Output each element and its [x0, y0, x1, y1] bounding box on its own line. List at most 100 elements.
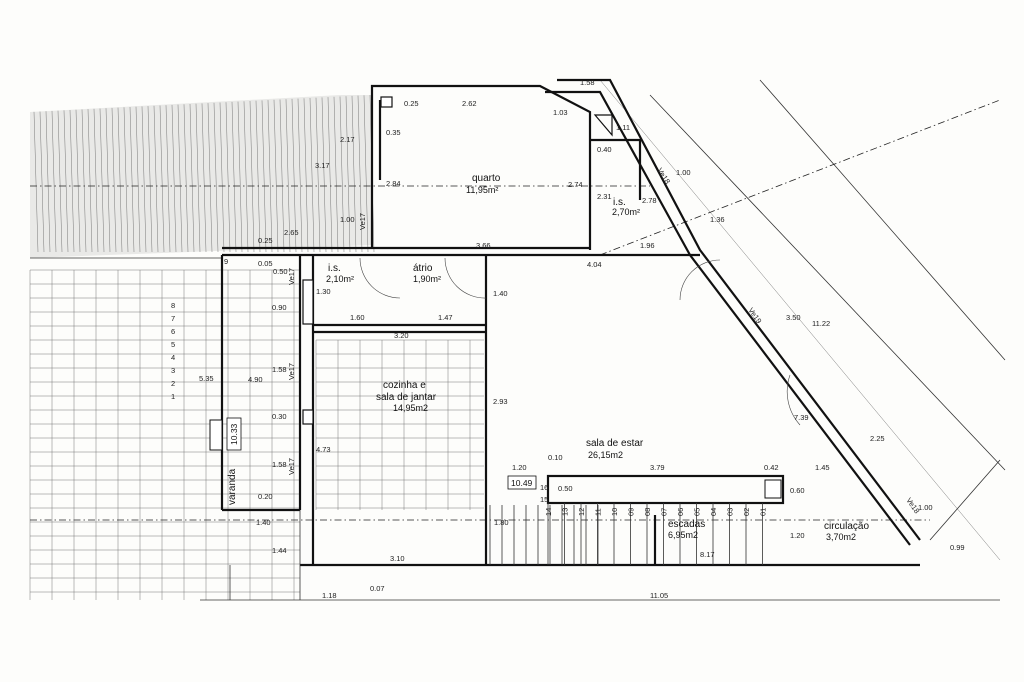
dim-label: 0.42 — [764, 463, 779, 472]
room-name-is-upper: i.s. — [613, 197, 626, 208]
hatch-line — [39, 111, 45, 253]
dim-label: 1.00 — [918, 503, 933, 512]
room-name-sala: sala de estar — [586, 438, 644, 449]
stair-step-number: 03 — [726, 508, 735, 516]
hatch-line — [339, 96, 345, 253]
dim-label: 2.25 — [870, 434, 885, 443]
dim-label: 0.30 — [272, 412, 287, 421]
stair-step-number: 01 — [759, 508, 768, 516]
dim-label: 0.90 — [272, 303, 287, 312]
hatch-line — [159, 105, 165, 253]
hatch-line — [237, 101, 243, 253]
dim-label: 1.44 — [272, 546, 287, 555]
hatch-line — [297, 98, 303, 253]
step-number: 5 — [171, 340, 175, 349]
hatch-line — [87, 109, 93, 253]
dim-label: 9 — [224, 257, 228, 266]
hatch-line — [285, 99, 291, 253]
hatch-line — [57, 110, 63, 253]
hatch-line — [327, 97, 333, 253]
room-name-varanda: varanda — [227, 468, 238, 505]
stair-step-number: 08 — [643, 508, 652, 516]
dim-label: 1.00 — [340, 215, 355, 224]
dim-label: 1.58 — [272, 460, 287, 469]
dim-label: 1.58 — [580, 78, 595, 87]
vent-label-7: Ve17 — [287, 458, 296, 475]
hatch-line — [183, 104, 189, 253]
step-number: 7 — [171, 314, 175, 323]
hatch-line — [129, 106, 135, 253]
hatch-line — [75, 109, 81, 253]
dim-label: 4.90 — [248, 375, 263, 384]
level-marker-1: 10.33 — [229, 423, 239, 445]
hatch-line — [243, 101, 249, 253]
dim-label: 1.60 — [350, 313, 365, 322]
dim-label: 3.79 — [650, 463, 665, 472]
stair-step-number: 10 — [610, 508, 619, 516]
hatch-line — [267, 100, 273, 253]
dim-label: 0.40 — [597, 145, 612, 154]
dim-label: 0.05 — [258, 259, 273, 268]
hatch-line — [219, 102, 225, 253]
stair-step-number: 05 — [693, 508, 702, 516]
dim-label: 0.50 — [558, 484, 573, 493]
hatch-line — [111, 107, 117, 253]
room-area-quarto: 11,95m² — [466, 185, 498, 195]
step-number: 3 — [171, 366, 175, 375]
room-name-is-lower: i.s. — [328, 263, 341, 274]
hatch-line — [261, 100, 267, 253]
step-number: 2 — [171, 379, 175, 388]
room-name-cozinha-2: sala de jantar — [376, 392, 437, 403]
hatch-line — [99, 108, 105, 253]
room-area-escadas: 6,95m2 — [668, 530, 698, 540]
dim-label: 3.50 — [786, 313, 801, 322]
dim-label: 3.10 — [390, 554, 405, 563]
dim-label: 0.20 — [258, 492, 273, 501]
room-name-quarto: quarto — [472, 173, 501, 184]
dim-label: 3.66 — [476, 241, 491, 250]
room-name-escadas: escadas — [668, 519, 705, 530]
dim-label: 2.84 — [386, 179, 401, 188]
dim-label: 7.39 — [794, 413, 809, 422]
dim-label: 1.03 — [553, 108, 568, 117]
axis-lines — [30, 99, 1001, 521]
stair-step-number: 13 — [561, 508, 570, 516]
door-swings — [359, 257, 801, 426]
room-name-circulacao: circulação — [824, 521, 869, 532]
dim-label: 1.45 — [815, 463, 830, 472]
step-number: 4 — [171, 353, 175, 362]
hatch-line — [309, 97, 315, 253]
level-markers: 10.33 10.49 — [226, 417, 537, 490]
dim-label: 1.20 — [512, 463, 527, 472]
hatch-line — [189, 103, 195, 253]
dim-label: 0.35 — [386, 128, 401, 137]
hatch-line — [135, 106, 141, 253]
hatch-line — [117, 107, 123, 253]
dim-label: 0.25 — [404, 99, 419, 108]
hatch-line — [63, 110, 69, 253]
hatch-line — [81, 109, 87, 253]
walls — [220, 78, 921, 600]
dim-label: 11.22 — [812, 319, 830, 328]
dim-label: 0.25 — [258, 236, 273, 245]
room-name-cozinha-1: cozinha e — [383, 380, 426, 391]
hatch-line — [93, 108, 99, 253]
dim-label: 2.78 — [642, 196, 657, 205]
hatch-line — [291, 98, 297, 253]
step-number: 8 — [171, 301, 175, 310]
stair-step-number: 14 — [544, 508, 553, 516]
dim-label: 1.40 — [493, 289, 508, 298]
hatch-line — [255, 100, 261, 253]
dim-label: 1.40 — [256, 518, 271, 527]
step-number: 1 — [171, 392, 175, 401]
stair-step-number: 07 — [660, 508, 669, 516]
dim-label: 11.05 — [650, 591, 668, 600]
room-area-circulacao: 3,70m2 — [826, 532, 856, 542]
dim-label: 2.62 — [462, 99, 477, 108]
hatch-line — [351, 95, 357, 253]
hatch-line — [231, 101, 237, 253]
vent-label-3: Ve17 — [287, 363, 296, 380]
room-labels: quarto 11,95m² i.s. 2,70m² i.s. 2,10m² á… — [227, 173, 869, 542]
